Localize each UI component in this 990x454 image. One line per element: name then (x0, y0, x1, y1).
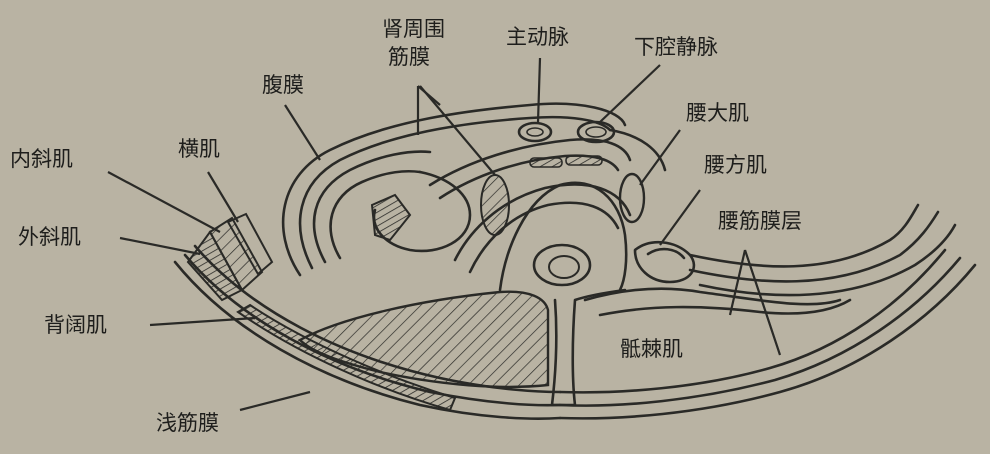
label-erector-spinae: 骶棘肌 (620, 337, 683, 361)
label-perirenal-fascia-2: 筋膜 (388, 45, 430, 69)
label-transversus: 横肌 (178, 137, 220, 161)
label-quadratus: 腰方肌 (704, 153, 767, 177)
erector-spinae-left (300, 292, 548, 387)
label-latissimus: 背阔肌 (44, 313, 107, 337)
erector-spinae-right (585, 289, 840, 304)
psoas-right (620, 174, 644, 222)
peritoneum-right (610, 130, 665, 170)
label-superficial-fascia: 浅筋膜 (156, 411, 219, 435)
label-psoas: 腰大肌 (686, 101, 749, 125)
label-ivc: 下腔静脉 (634, 35, 718, 59)
ivc-lumen (586, 127, 606, 137)
crus-left (530, 158, 562, 167)
label-external-oblique: 外斜肌 (18, 225, 81, 249)
label-peritoneum: 腹膜 (262, 73, 304, 97)
spinous-process (552, 290, 625, 405)
label-thoracolumbar-fascia: 腰筋膜层 (718, 209, 802, 233)
psoas-left (481, 175, 509, 235)
oblique-muscles (188, 214, 272, 300)
crus-right (566, 156, 602, 165)
kidney (372, 172, 470, 251)
aorta-vessel (519, 123, 551, 141)
label-internal-oblique: 内斜肌 (10, 147, 73, 171)
aorta-lumen (527, 128, 543, 136)
label-aorta: 主动脉 (506, 25, 569, 49)
label-perirenal-fascia-1: 肾周围 (382, 17, 445, 41)
